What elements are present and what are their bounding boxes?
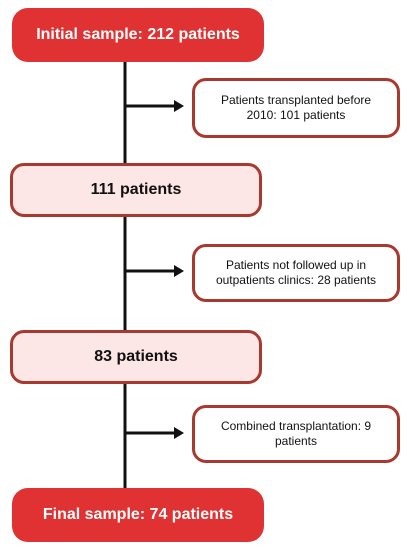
initial-sample-label: Initial sample: 212 patients <box>36 26 240 43</box>
exclusion-box-1: Patients transplanted before 2010: 101 p… <box>192 78 400 138</box>
exclusion-arrowhead-2 <box>174 265 184 277</box>
exclusion-box-3: Combined transplantation: 9 patients <box>192 405 400 463</box>
exclusion-label-3: Combined transplantation: 9 patients <box>220 419 372 448</box>
initial-sample-box: Initial sample: 212 patients <box>12 8 264 62</box>
final-sample-label: Final sample: 74 patients <box>42 506 234 523</box>
step-label-1: 111 patients <box>90 181 182 198</box>
step-label-2: 83 patients <box>94 348 178 365</box>
final-sample-box: Final sample: 74 patients <box>12 488 264 542</box>
exclusion-box-2: Patients not followed up in outpatients … <box>192 244 400 302</box>
step-box-1: 111 patients <box>10 163 262 217</box>
step-box-2: 83 patients <box>10 330 262 384</box>
exclusion-arrowhead-3 <box>174 427 184 439</box>
exclusion-label-2: Patients not followed up in outpatients … <box>215 258 377 287</box>
exclusion-label-1: Patients transplanted before 2010: 101 p… <box>220 93 372 122</box>
exclusion-arrowhead-1 <box>174 100 184 112</box>
